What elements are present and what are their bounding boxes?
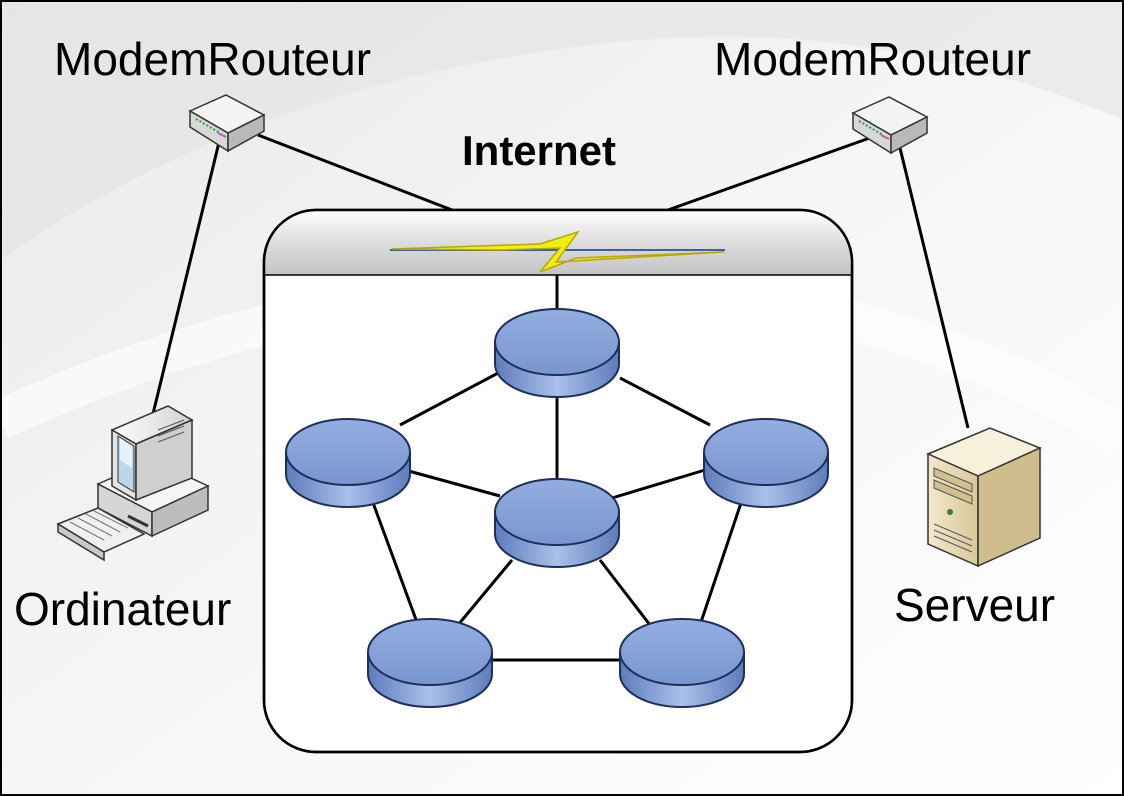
link-top-right bbox=[619, 376, 711, 427]
link-internet-router bbox=[667, 133, 879, 212]
background-swoosh bbox=[0, 0, 1124, 260]
node-bottom-right bbox=[619, 618, 745, 708]
node-left bbox=[285, 418, 411, 508]
server-label: Serveur bbox=[894, 579, 1056, 631]
bolt-shape bbox=[391, 230, 725, 273]
node-top bbox=[494, 308, 620, 398]
link-left-center bbox=[404, 468, 501, 498]
router-nodes bbox=[285, 308, 829, 708]
link-left-top bbox=[399, 370, 501, 427]
lightning-bolt-icon bbox=[390, 230, 725, 273]
link-right-bottomright bbox=[698, 499, 744, 626]
modem-router-icon bbox=[851, 96, 929, 155]
link-center-right bbox=[611, 468, 706, 500]
link-router-server bbox=[898, 147, 970, 429]
link-left-bottomleft bbox=[370, 499, 420, 626]
link-router-computer bbox=[150, 129, 224, 419]
node-center bbox=[494, 478, 620, 568]
desktop-computer-icon bbox=[56, 405, 210, 562]
cloud-frame-outline bbox=[262, 208, 854, 754]
modem-router-icon bbox=[188, 94, 266, 153]
router-right-label: ModemRouteur bbox=[714, 33, 1032, 85]
computer-label: Ordinateur bbox=[14, 583, 232, 635]
inner-links bbox=[370, 275, 744, 662]
node-bottom-left bbox=[367, 618, 493, 708]
router-left-label: ModemRouteur bbox=[54, 33, 372, 85]
node-right bbox=[703, 418, 829, 508]
internet-title: Internet bbox=[462, 127, 617, 174]
link-center-bottomleft bbox=[456, 559, 514, 626]
link-router-internet bbox=[257, 133, 453, 212]
outer-links bbox=[150, 129, 970, 429]
server-tower-icon bbox=[926, 427, 1042, 568]
link-center-bottomright bbox=[598, 559, 652, 626]
